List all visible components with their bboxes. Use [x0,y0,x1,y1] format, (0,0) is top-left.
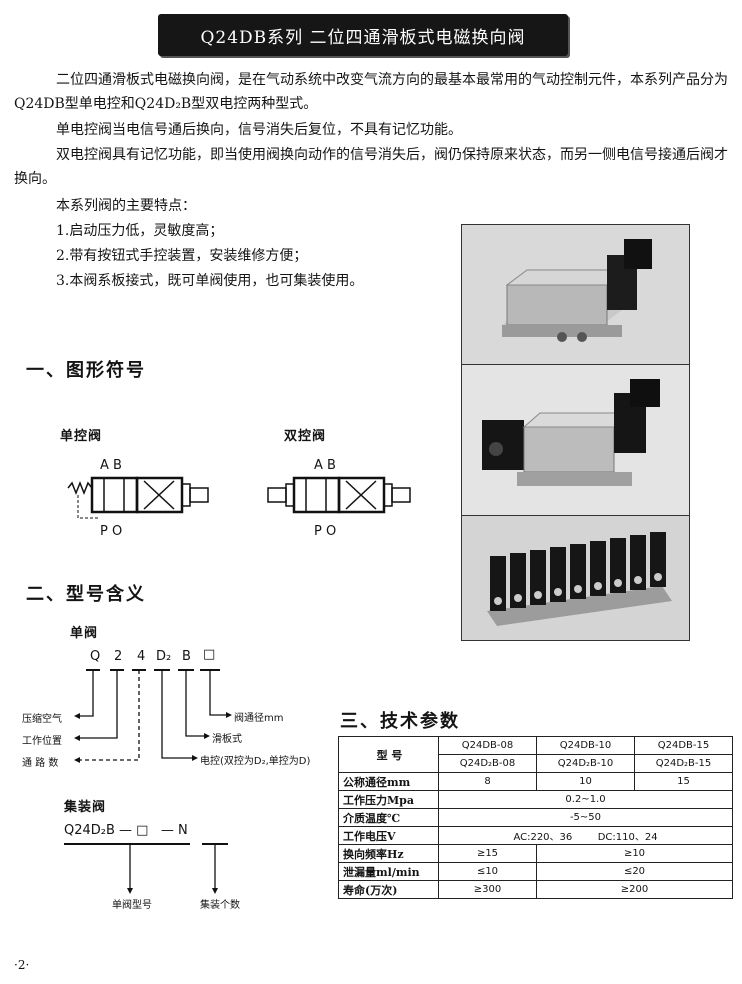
port-label-ab: A B [100,458,122,473]
tech-params-table-wrap: 型 号 Q24DB-08 Q24DB-10 Q24DB-15 Q24D₂B-08… [338,736,733,899]
label-compressed-air: 压缩空气 [22,714,62,725]
table-cell: 0.2~1.0 [438,790,733,809]
manifold-title: 集装阀 [64,800,107,815]
page-title: Q24DB系列 二位四通滑板式电磁换向阀 [158,14,568,56]
table-row: 泄漏量ml/min ≤10 ≤20 [338,862,733,881]
code-box: □ [203,647,216,662]
intro-paragraph-1: 二位四通滑板式电磁换向阀，是在气动系统中改变气流方向的最基本最常用的气动控制元件… [14,72,728,112]
tech-params-table: 型 号 Q24DB-08 Q24DB-10 Q24DB-15 Q24D₂B-08… [338,736,733,899]
code-letter-b: B [182,649,191,664]
single-valve-symbol: A B P O [58,458,218,548]
port-label-po-double: P O [314,524,337,539]
feature-item-1: 1.启动压力低，灵敏度高； [56,223,224,239]
label-bore-size: 阀通径mm [234,713,284,724]
label-slide-type: 滑板式 [212,734,242,745]
model-d2-08: Q24D₂B-08 [438,754,537,773]
table-row: 寿命(万次) ≥300 ≥200 [338,880,733,899]
row-label: 介质温度℃ [338,808,439,827]
model-d2-10: Q24D₂B-10 [536,754,635,773]
port-label-po: P O [100,524,123,539]
table-row: 型 号 Q24DB-08 Q24DB-10 Q24DB-15 [338,736,733,773]
intro-paragraph-3: 双电控阀具有记忆功能，即当使用阀换向动作的信号消失后，阀仍保持原来状态，而另一侧… [14,147,728,187]
table-cell: ≤20 [536,862,733,881]
product-photo-double-valve [461,364,690,517]
table-row: 工作电压V AC:220、36 DC:110、24 [338,826,733,845]
section3-title: 三、技术参数 [340,711,460,732]
label-manifold-count: 集装个数 [200,900,240,911]
code-letter-d2: D₂ [156,649,172,664]
model-15: Q24DB-15 [634,736,733,755]
table-cell: ≥300 [438,880,537,899]
intro-paragraph-2: 单电控阀当电信号通后换向，信号消失后复位，不具有记忆功能。 [56,122,462,138]
double-valve-symbol: A B P O [266,458,426,548]
code-digit-4: 4 [137,649,146,664]
manifold-code: Q24D₂B — □ — N [64,823,188,838]
port-label-ab-double: A B [314,458,336,473]
product-photo-single-valve [461,224,690,366]
label-path-count: 通 路 数 [22,758,59,769]
row-label: 工作电压V [338,826,439,845]
table-cell: ≥200 [536,880,733,899]
page-number: ·2· [14,958,30,972]
features-title: 本系列阀的主要特点： [56,198,196,214]
table-cell: AC:220、36 DC:110、24 [438,826,733,845]
row-label: 泄漏量ml/min [338,862,439,881]
label-work-position: 工作位置 [22,736,62,747]
table-header-model: 型 号 [338,736,439,773]
table-row: 公称通径mm 8 10 15 [338,772,733,791]
code-letter-q: Q [90,649,101,664]
label-single-model: 单阀型号 [112,900,152,911]
table-cell: 10 [536,772,635,791]
row-label: 公称通径mm [338,772,439,791]
table-row: 工作压力Mpa 0.2~1.0 [338,790,733,809]
feature-item-2: 2.带有按钮式手控装置，安装维修方便； [56,248,308,264]
code-digit-2: 2 [114,649,123,664]
row-label: 工作压力Mpa [338,790,439,809]
table-cell: 8 [438,772,537,791]
section2-title: 二、型号含义 [26,584,146,605]
row-label: 寿命(万次) [338,880,439,899]
product-photo-manifold [461,515,690,641]
table-cell: ≥10 [536,844,733,863]
feature-item-3: 3.本阀系板接式，既可单阀使用，也可集装使用。 [56,273,364,289]
table-row: 介质温度℃ -5~50 [338,808,733,827]
double-valve-label: 双控阀 [284,429,327,444]
model-d2-15: Q24D₂B-15 [634,754,733,773]
table-cell: ≤10 [438,862,537,881]
manifold-code-diagram [64,843,228,894]
model-code-diagram [74,669,232,763]
table-cell: -5~50 [438,808,733,827]
table-row: 换向频率Hz ≥15 ≥10 [338,844,733,863]
model-08: Q24DB-08 [438,736,537,755]
single-valve-label: 单控阀 [60,429,103,444]
model-10: Q24DB-10 [536,736,635,755]
table-cell: ≥15 [438,844,537,863]
single-valve-model-title: 单阀 [70,626,99,641]
table-cell: 15 [634,772,733,791]
row-label: 换向频率Hz [338,844,439,863]
label-electric-control: 电控(双控为D₂,单控为D) [200,756,311,767]
section1-title: 一、图形符号 [26,360,146,381]
